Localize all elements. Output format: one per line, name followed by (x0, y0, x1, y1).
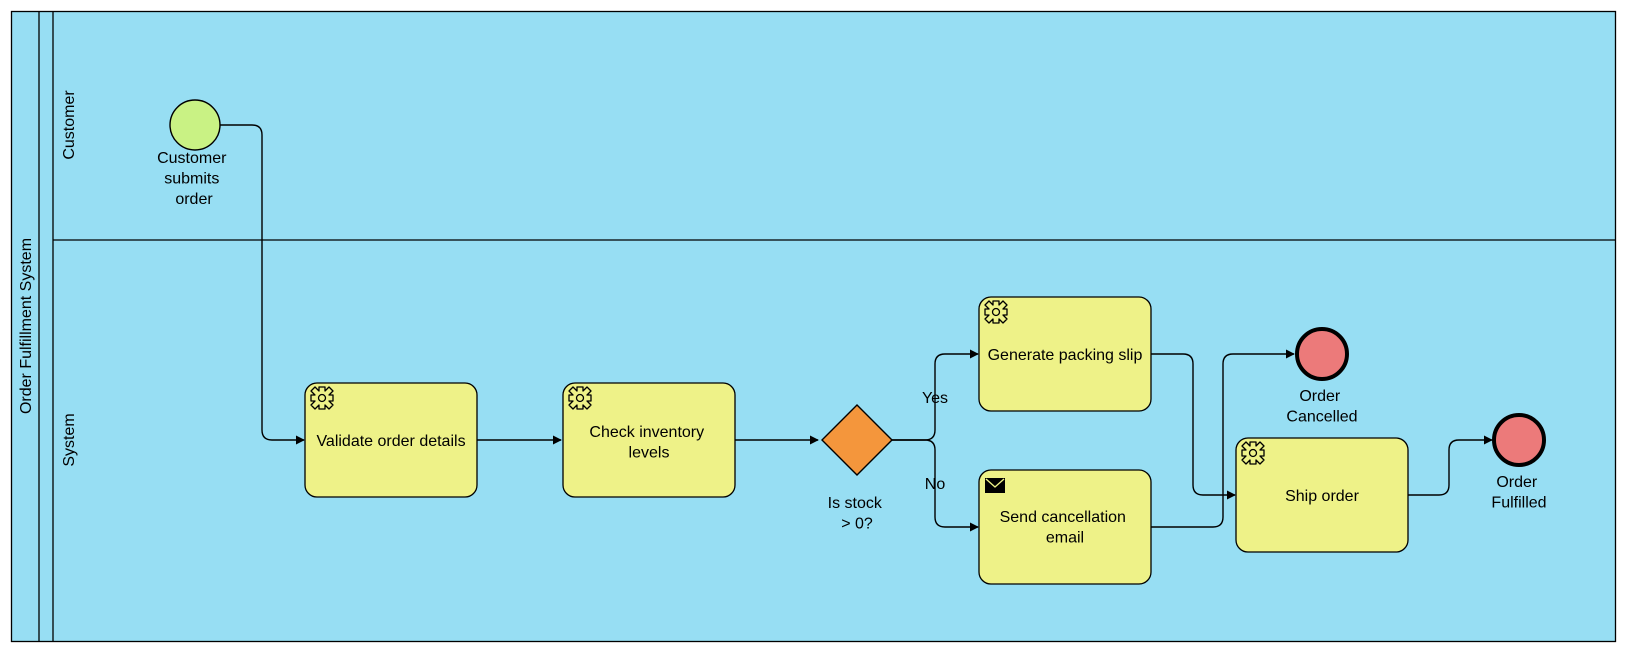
start-event-label: Customer submits order (157, 150, 231, 208)
task-label: Send cancellation email (1000, 509, 1131, 547)
end-event-order-cancelled[interactable] (1295, 327, 1349, 381)
task-label: Check inventory levels (589, 424, 708, 462)
end-event-label: Order Fulfilled (1491, 474, 1546, 512)
flow-start-to-validate[interactable] (220, 124, 305, 445)
flow-label-yes: Yes (922, 390, 948, 407)
flow-ship-to-fulfilled[interactable] (1407, 435, 1493, 496)
start-event[interactable] (169, 99, 221, 151)
lane-label-customer: Customer (61, 90, 78, 160)
task-generate-packing-slip[interactable]: Generate packing slip (978, 296, 1152, 412)
envelope-icon (985, 478, 1005, 493)
gateway-label: Is stock > 0? (828, 495, 887, 533)
task-validate-order-details[interactable]: Validate order details (304, 382, 478, 498)
task-label: Validate order details (316, 433, 465, 450)
flow-email-to-cancelled[interactable] (1149, 349, 1295, 528)
pool-title: Order Fulfillment System (18, 238, 35, 414)
task-send-cancellation-email[interactable]: Send cancellation email (978, 469, 1152, 585)
task-check-inventory-levels[interactable]: Check inventory levels (562, 382, 736, 498)
task-label: Generate packing slip (988, 347, 1143, 364)
lane-label-system: System (61, 413, 78, 466)
flow-no[interactable] (892, 439, 979, 532)
flow-packing-to-ship[interactable] (1149, 353, 1236, 500)
task-label: Ship order (1285, 488, 1359, 505)
end-event-label: Order Cancelled (1286, 388, 1357, 426)
end-event-order-fulfilled[interactable] (1492, 413, 1546, 467)
exclusive-gateway[interactable] (821, 404, 893, 476)
flow-yes[interactable] (892, 349, 979, 441)
task-ship-order[interactable]: Ship order (1235, 437, 1409, 553)
flow-label-no: No (925, 476, 946, 493)
